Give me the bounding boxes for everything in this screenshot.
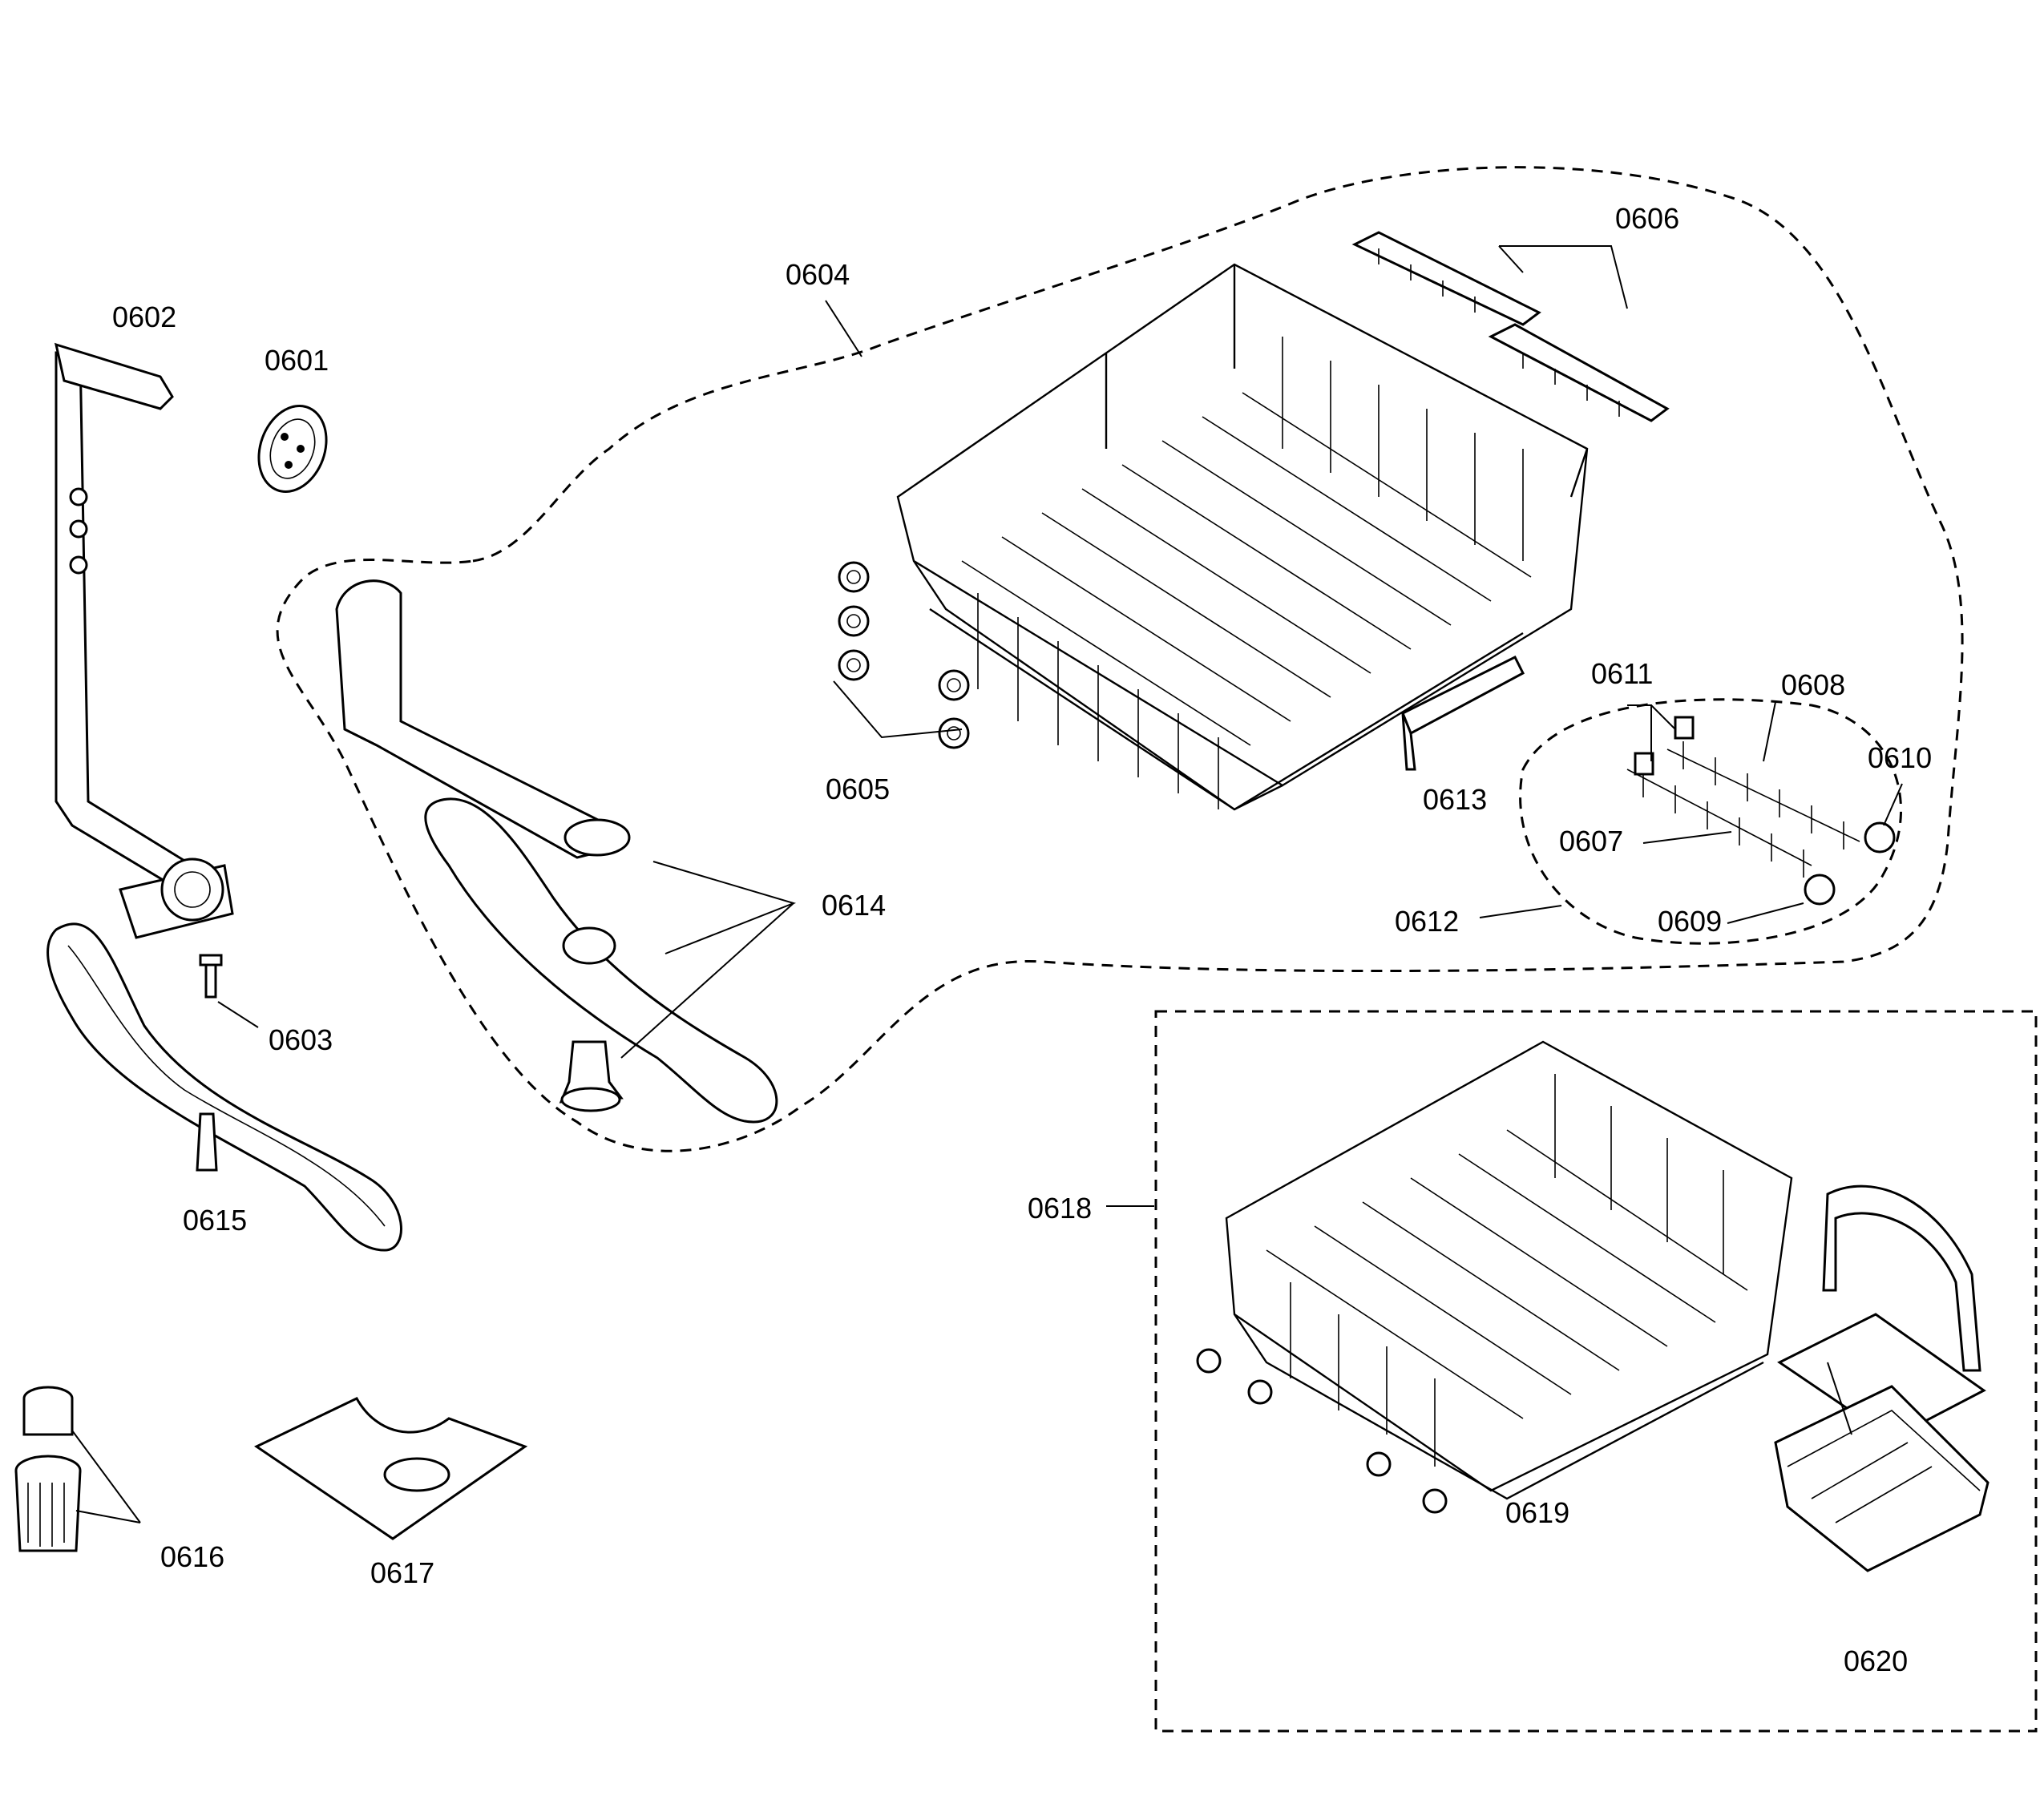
filter-plate-drawing [253, 1397, 528, 1540]
label-0620: 0620 [1844, 1644, 1908, 1677]
label-0602: 0602 [112, 301, 176, 333]
label-0614: 0614 [822, 889, 886, 922]
upper-rack-assembly-outline [276, 166, 1964, 1152]
label-0618: 0618 [1028, 1192, 1092, 1225]
upper-rack-wheels-drawing [838, 561, 970, 749]
lower-rack-basket-drawing [1196, 1040, 1793, 1514]
label-0601: 0601 [265, 344, 329, 377]
upper-spray-arm-assembly-drawing [335, 579, 778, 1124]
leader-lines [71, 245, 1903, 1523]
label-0613: 0613 [1423, 783, 1487, 816]
rack-adjuster-parts-drawing [1626, 716, 1896, 906]
label-0616: 0616 [160, 1540, 224, 1573]
label-0603: 0603 [269, 1023, 333, 1056]
label-0605: 0605 [826, 773, 890, 805]
rack-adjuster-group-outline [1519, 698, 1902, 945]
screw-drawing [199, 954, 223, 999]
cup-shelves-drawing [1351, 231, 1670, 422]
label-0612: 0612 [1395, 905, 1459, 938]
lower-spray-arm-drawing [46, 922, 402, 1252]
lower-rack-assembly-outline [1154, 1010, 2038, 1733]
label-0617: 0617 [370, 1556, 434, 1589]
cutlery-basket-drawing [1774, 1184, 1990, 1572]
upper-rack-basket-drawing [896, 263, 1589, 811]
label-0608: 0608 [1781, 668, 1845, 701]
filter-disc-drawing [257, 405, 328, 493]
label-0604: 0604 [786, 258, 850, 291]
label-0606: 0606 [1615, 202, 1679, 235]
label-0607: 0607 [1559, 825, 1623, 858]
label-0609: 0609 [1658, 905, 1722, 938]
label-0619: 0619 [1505, 1496, 1569, 1529]
spray-arm-supply-tube-drawing [54, 342, 234, 939]
label-0611: 0611 [1591, 657, 1653, 690]
label-0610: 0610 [1868, 741, 1932, 774]
filter-cylinder-drawing [14, 1386, 82, 1552]
label-0615: 0615 [183, 1204, 247, 1237]
rack-handle-drawing [1401, 655, 1525, 771]
